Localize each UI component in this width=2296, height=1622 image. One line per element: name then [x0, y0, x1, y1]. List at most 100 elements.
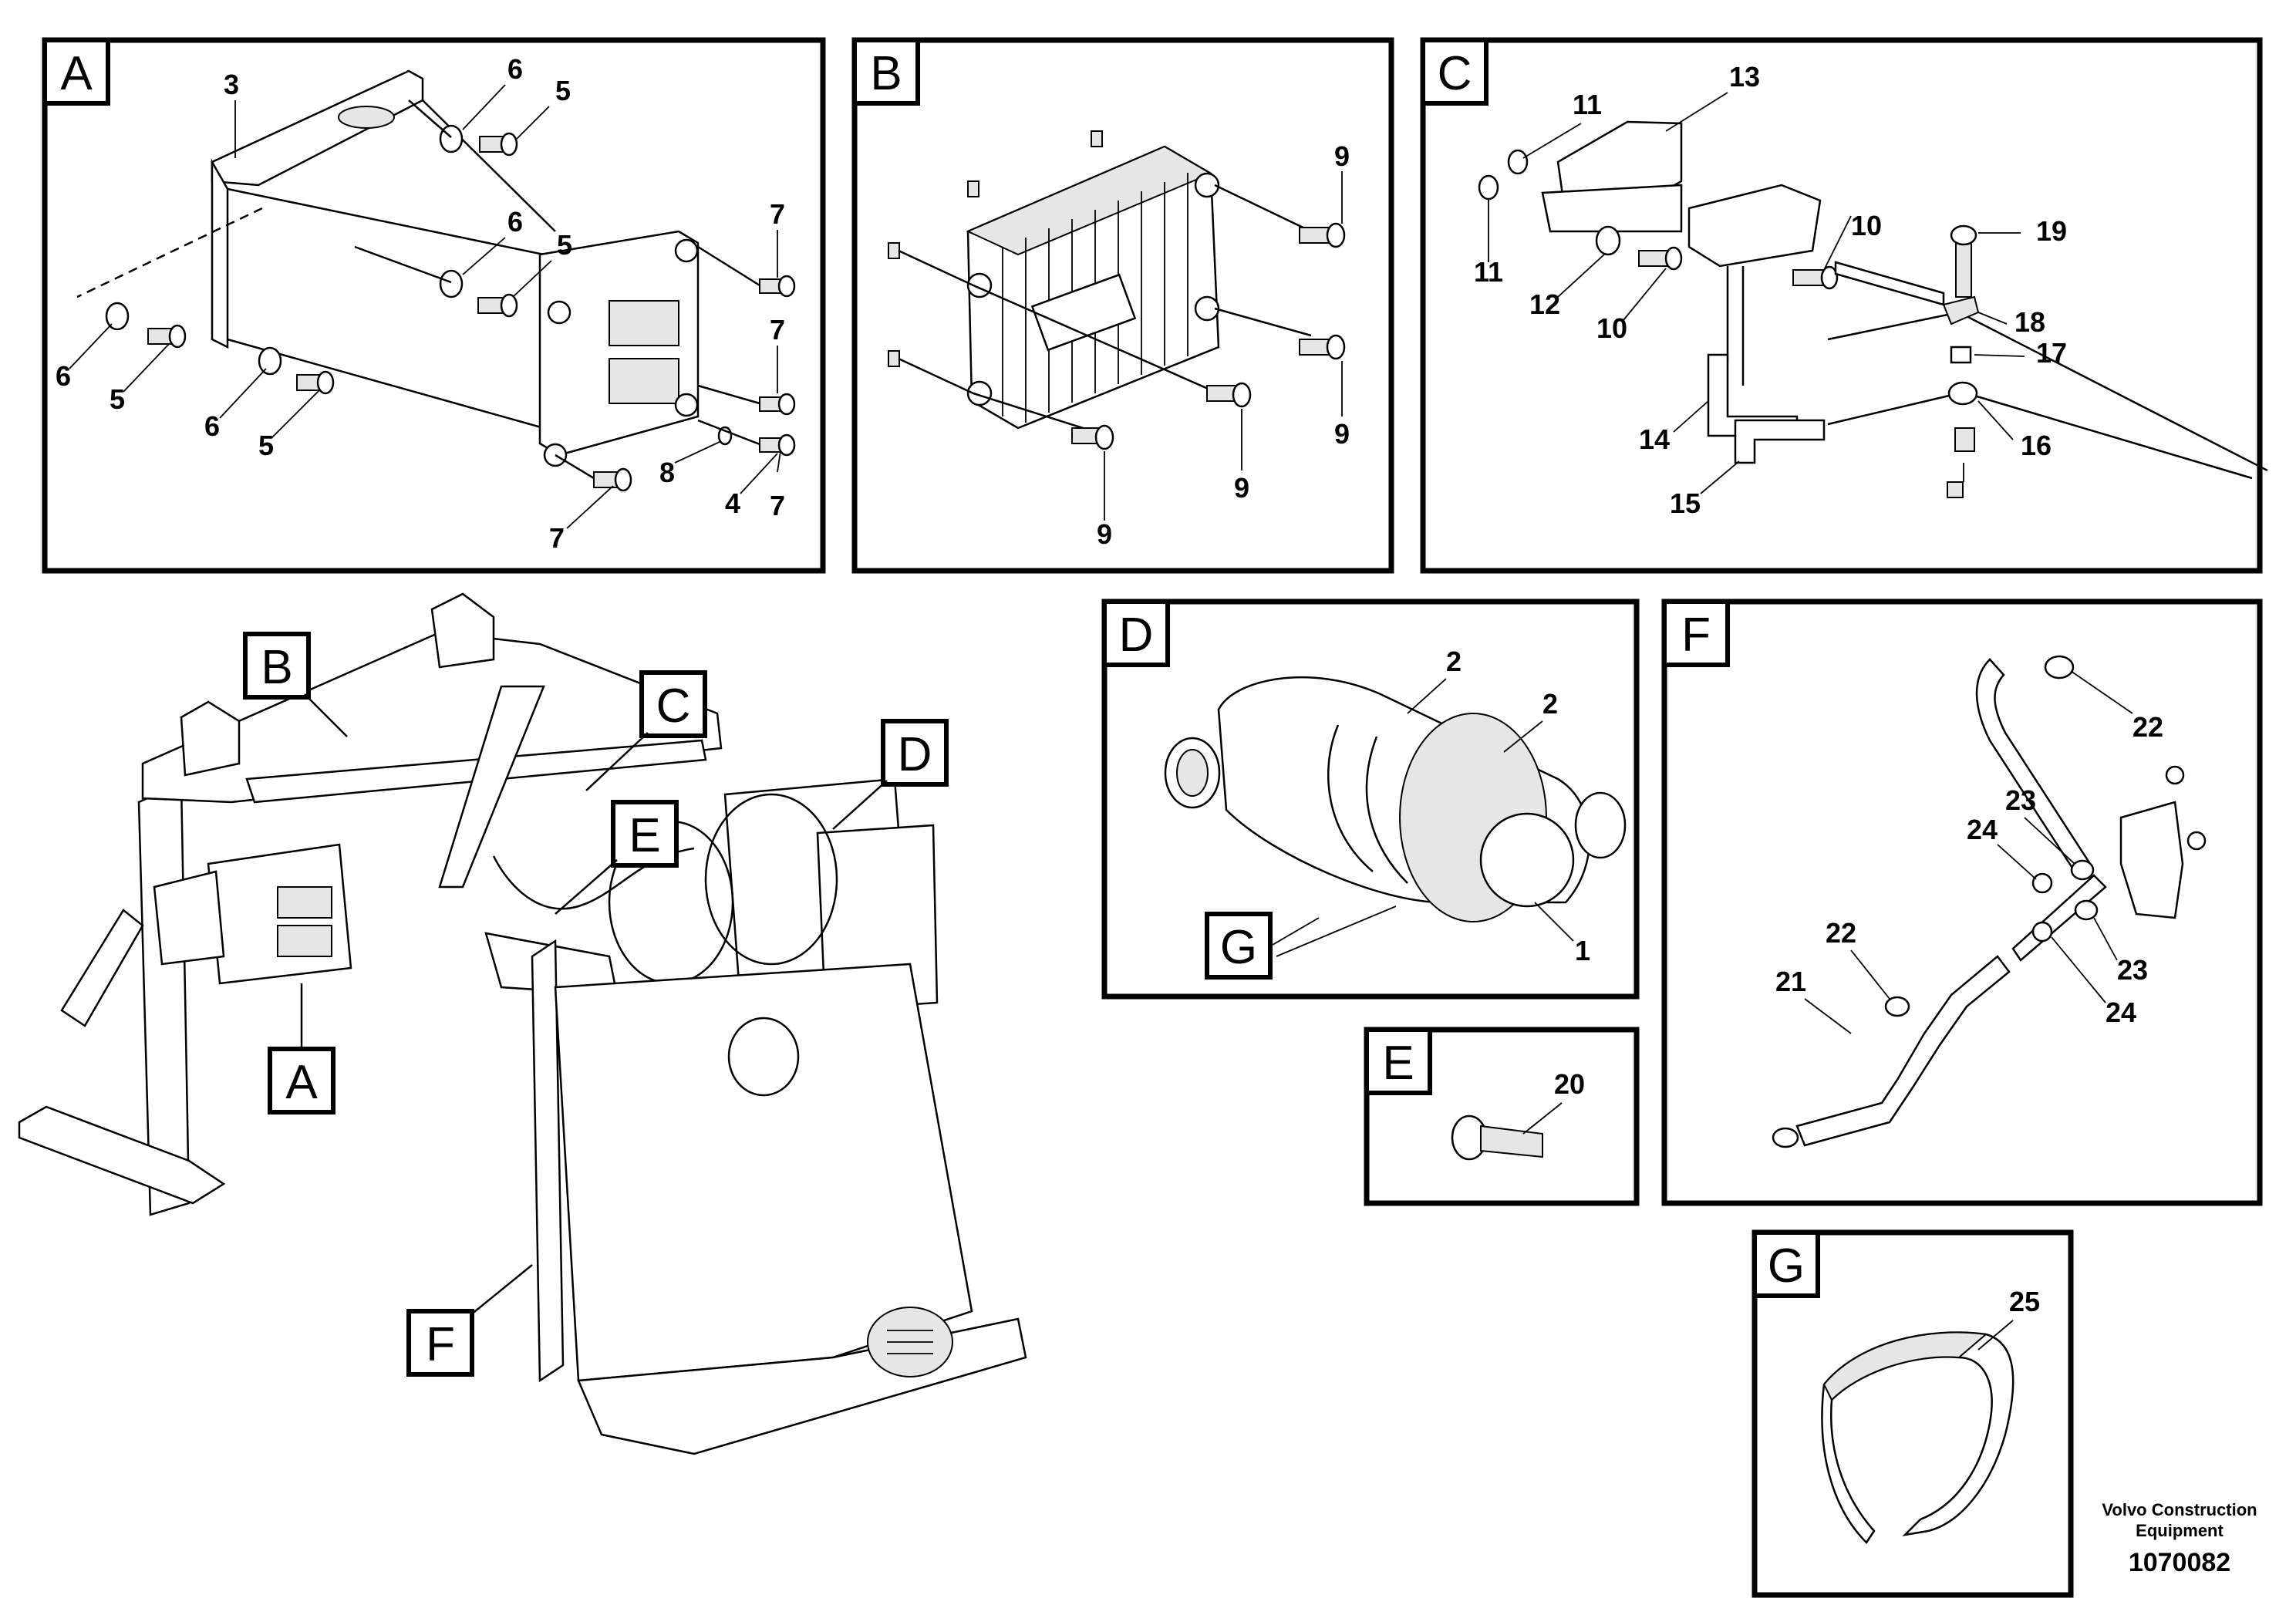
bolt-20	[1451, 1114, 1543, 1161]
overview-tag-e: E	[629, 809, 660, 862]
screw-19	[1950, 224, 1977, 298]
leader-line	[1977, 1320, 2014, 1351]
callout-7: 7	[770, 490, 785, 521]
clip	[888, 350, 900, 367]
screw-5	[477, 293, 518, 318]
clamp-23	[2074, 899, 2099, 921]
panel-c: C 11 13 10 19 11 12 10 18 17 14 16 15	[1420, 37, 2268, 574]
panel-e-tag: E	[1382, 1037, 1414, 1090]
callout-9: 9	[1334, 418, 1350, 450]
washer-6	[258, 346, 282, 376]
callout-9: 9	[1097, 518, 1112, 550]
clip	[1772, 1127, 1799, 1148]
band-clamp-face	[1822, 1331, 1988, 1401]
screw-9	[1299, 334, 1346, 360]
clamp-22	[1884, 996, 1910, 1017]
callout-10: 10	[1596, 312, 1627, 344]
mounting-bracket	[2119, 801, 2184, 919]
spacer-17	[1950, 346, 1972, 364]
panel-a-tag: A	[60, 47, 93, 100]
ecu-mount-hole	[674, 393, 699, 417]
callout-3: 3	[224, 69, 239, 100]
washer-11	[1478, 174, 1499, 201]
pointer-c	[585, 732, 649, 791]
panel-b-tag-box	[852, 38, 920, 106]
callout-22: 22	[1826, 917, 1856, 949]
hidden-edge	[76, 207, 263, 298]
ecu-connector	[277, 886, 332, 919]
credit-line-1: Volvo Construction	[2102, 1500, 2257, 1519]
screw-7	[593, 467, 632, 492]
mount-ear	[180, 700, 241, 777]
overview-tag-f-box	[406, 1309, 474, 1377]
callout-24: 24	[2106, 996, 2136, 1028]
screw-24	[2031, 921, 2053, 943]
pipe-lines	[1827, 311, 2268, 480]
callout-10: 10	[1851, 210, 1882, 241]
pointer-d	[832, 780, 888, 830]
nut	[2186, 831, 2207, 851]
ecu-connector-1	[609, 300, 679, 346]
assembly-lines	[354, 99, 760, 480]
callout-9: 9	[1234, 472, 1249, 504]
overview-tag-b-box	[243, 632, 311, 700]
washer-11	[1507, 149, 1529, 175]
clip	[1954, 427, 1975, 452]
band-clamp-25	[1821, 1331, 2014, 1544]
inlet-bore	[1176, 749, 1209, 797]
panel-b-tag: B	[870, 47, 902, 100]
callout-12: 12	[1529, 288, 1560, 320]
callout-1: 1	[1575, 935, 1590, 966]
pointer-e	[555, 859, 618, 915]
callout-5: 5	[555, 75, 571, 106]
leader-lines	[1104, 171, 1343, 521]
ecu-connector	[277, 925, 332, 957]
assembly-lines	[898, 184, 1312, 433]
screw-7	[759, 275, 796, 298]
callout-8: 8	[659, 457, 675, 488]
washer-12	[1595, 225, 1621, 256]
clip	[888, 242, 900, 259]
leader-lines	[1272, 678, 1574, 957]
screw-4	[759, 433, 796, 457]
panel-c-frame	[1420, 37, 2263, 574]
diagonal-strut	[438, 685, 545, 889]
callout-2: 2	[1542, 688, 1558, 720]
exhaust-ring	[704, 793, 838, 966]
panel-f-tag: F	[1681, 609, 1711, 662]
outlet-pipe	[1574, 791, 1627, 859]
screw-24	[2031, 872, 2053, 894]
callout-15: 15	[1670, 487, 1701, 519]
overview-tag-b: B	[261, 641, 292, 694]
callout-9: 9	[1334, 140, 1350, 172]
callout-18: 18	[2014, 306, 2045, 338]
panel-c-tag-box	[1421, 38, 1489, 106]
callout-6: 6	[507, 53, 523, 85]
overview-tag-c-box	[639, 670, 707, 738]
overview-assembly: B C D E A F	[18, 592, 1027, 1455]
diagram-part-number: 1070082	[2129, 1548, 2230, 1577]
nut	[2165, 765, 2185, 785]
panel-d-tag-box	[1102, 599, 1170, 667]
clamp-22	[2044, 655, 2075, 679]
panel-a: A 3 6 5 6 5 7 7	[42, 37, 826, 574]
callout-19: 19	[2036, 215, 2067, 247]
ecu-mount-hole	[674, 238, 699, 263]
panel-d-g-tag-box	[1205, 912, 1273, 980]
overview-tag-c: C	[656, 679, 691, 733]
screw-10	[1792, 265, 1839, 290]
panel-g-tag-box	[1752, 1230, 1820, 1298]
overview-tag-d: D	[898, 728, 932, 781]
band-clamp-2	[1327, 724, 1408, 884]
callout-7: 7	[770, 198, 785, 230]
leader-lines	[1488, 92, 2025, 494]
ecu-mount-hole	[1194, 172, 1220, 198]
callout-24: 24	[1967, 814, 1998, 845]
overview-tag-a: A	[285, 1056, 318, 1109]
sensor-tube	[1726, 266, 1745, 386]
callout-6: 6	[507, 206, 523, 238]
mounting-bracket-side	[211, 158, 229, 349]
panel-f-tag-box	[1662, 599, 1730, 667]
overview-tag-e-box	[611, 800, 679, 868]
